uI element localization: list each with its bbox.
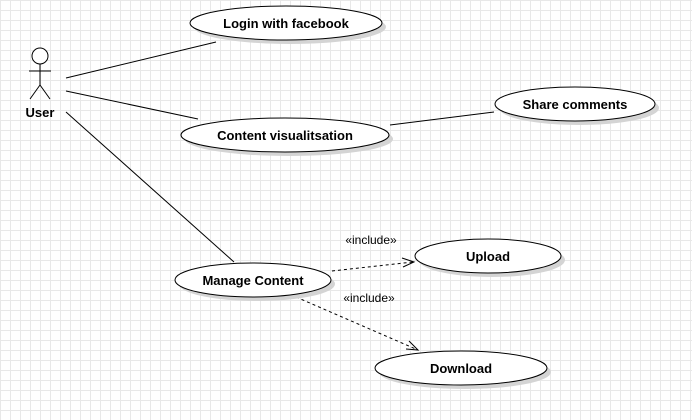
association-content-share[interactable] [389, 111, 495, 126]
use-case-label: Download [430, 361, 492, 376]
include-dependency-upload[interactable] [331, 257, 416, 272]
use-case-label: Manage Content [202, 273, 304, 288]
dependency-line [295, 296, 419, 351]
dependency-line [331, 261, 414, 272]
actor-user[interactable]: User [26, 47, 55, 120]
stereotype-include-download: «include» [343, 291, 395, 305]
use-case-download[interactable]: Download [374, 350, 551, 389]
arrowhead-icon [405, 340, 420, 351]
use-case-upload[interactable]: Upload [414, 238, 565, 277]
use-case-login-with-facebook[interactable]: Login with facebook [189, 5, 386, 44]
use-case-ellipse [180, 117, 390, 153]
use-case-label: Content visualitsation [217, 128, 353, 143]
use-case-ellipse [189, 5, 383, 41]
include-dependency-download[interactable] [295, 296, 420, 351]
use-case-label: Share comments [523, 97, 628, 112]
actor-head [31, 47, 49, 65]
association-user-manage[interactable] [65, 111, 235, 263]
association-user-login[interactable] [65, 41, 217, 79]
use-case-ellipse [494, 86, 656, 122]
stereotype-include-upload: «include» [345, 233, 397, 247]
use-case-label: Upload [466, 249, 510, 264]
use-case-label: Login with facebook [223, 16, 349, 31]
actor-left-leg [29, 84, 41, 100]
actor-label: User [26, 105, 55, 120]
use-case-ellipse [174, 262, 332, 298]
use-case-manage-content[interactable]: Manage Content [174, 262, 335, 301]
use-case-ellipse [374, 350, 548, 386]
use-case-content-visualitsation[interactable]: Content visualitsation [180, 117, 393, 156]
use-case-share-comments[interactable]: Share comments [494, 86, 659, 125]
actor-right-leg [39, 84, 51, 100]
arrowhead-icon [401, 257, 416, 268]
use-case-ellipse [414, 238, 562, 274]
association-user-content[interactable] [65, 90, 199, 120]
